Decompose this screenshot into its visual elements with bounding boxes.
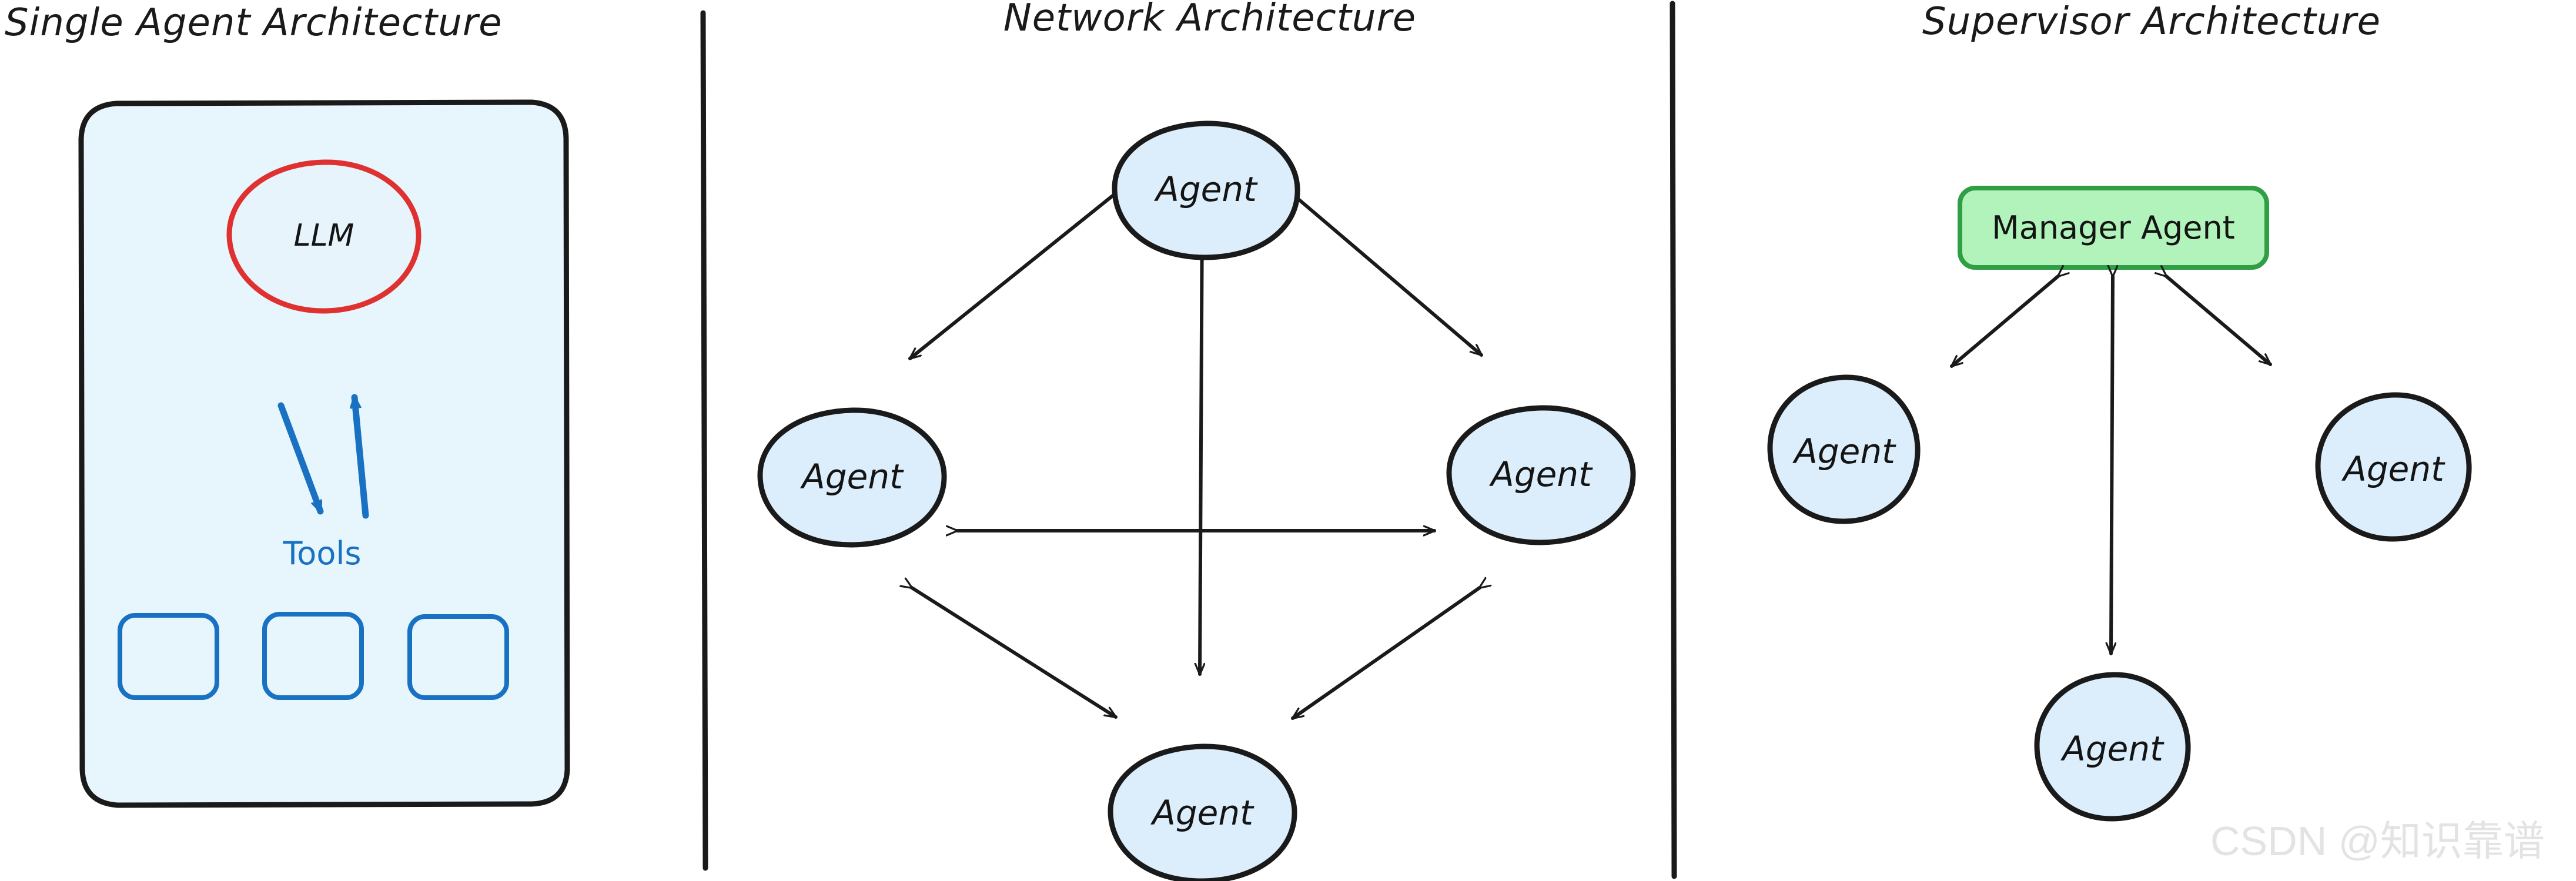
tool-box-3[interactable] <box>407 614 509 700</box>
network-node-top[interactable]: Agent <box>1112 120 1300 260</box>
panel-title-supervisor: Supervisor Architecture <box>1922 0 2381 43</box>
llm-node[interactable]: LLM <box>226 159 421 314</box>
tools-label: Tools <box>282 535 361 572</box>
network-edges <box>910 193 1481 720</box>
manager-agent-node[interactable]: Manager Agent <box>1958 186 2269 270</box>
network-node-bottom[interactable]: Agent <box>1108 743 1297 881</box>
supervisor-node-right[interactable]: Agent <box>2315 392 2472 542</box>
panel-network: Network Architecture Agent Agent Agent <box>757 0 1636 881</box>
divider-1 <box>700 10 708 871</box>
manager-agent-label: Manager Agent <box>1992 209 2235 246</box>
panel-title-network: Network Architecture <box>1003 0 1416 40</box>
panel-single-agent: Single Agent Architecture LLM Tools <box>5 1 570 808</box>
supervisor-edges <box>1950 276 2272 655</box>
csdn-watermark: CSDN @知识靠谱 <box>2210 818 2545 864</box>
node-label: Agent <box>2341 449 2445 489</box>
panel-title-single-agent: Single Agent Architecture <box>5 1 503 45</box>
tool-box-1[interactable] <box>118 613 219 700</box>
node-label: Agent <box>1150 793 1254 833</box>
node-label: Agent <box>1792 431 1896 471</box>
tool-box-2[interactable] <box>262 612 364 700</box>
supervisor-node-left[interactable]: Agent <box>1767 374 1921 524</box>
llm-to-tools-arrow <box>277 402 324 515</box>
node-label: Agent <box>1488 454 1593 494</box>
divider-2 <box>1670 1 1677 879</box>
node-label: Agent <box>1153 169 1258 209</box>
single-agent-container <box>78 99 570 808</box>
tools-to-llm-arrow <box>354 394 369 519</box>
network-node-left[interactable]: Agent <box>757 407 947 548</box>
node-label: Agent <box>799 457 904 497</box>
node-label: Agent <box>2060 729 2164 769</box>
llm-label: LLM <box>294 218 354 253</box>
supervisor-node-bottom[interactable]: Agent <box>2034 672 2191 822</box>
network-node-right[interactable]: Agent <box>1446 405 1636 545</box>
panel-supervisor: Supervisor Architecture Manager Agent Ag… <box>1767 0 2472 822</box>
